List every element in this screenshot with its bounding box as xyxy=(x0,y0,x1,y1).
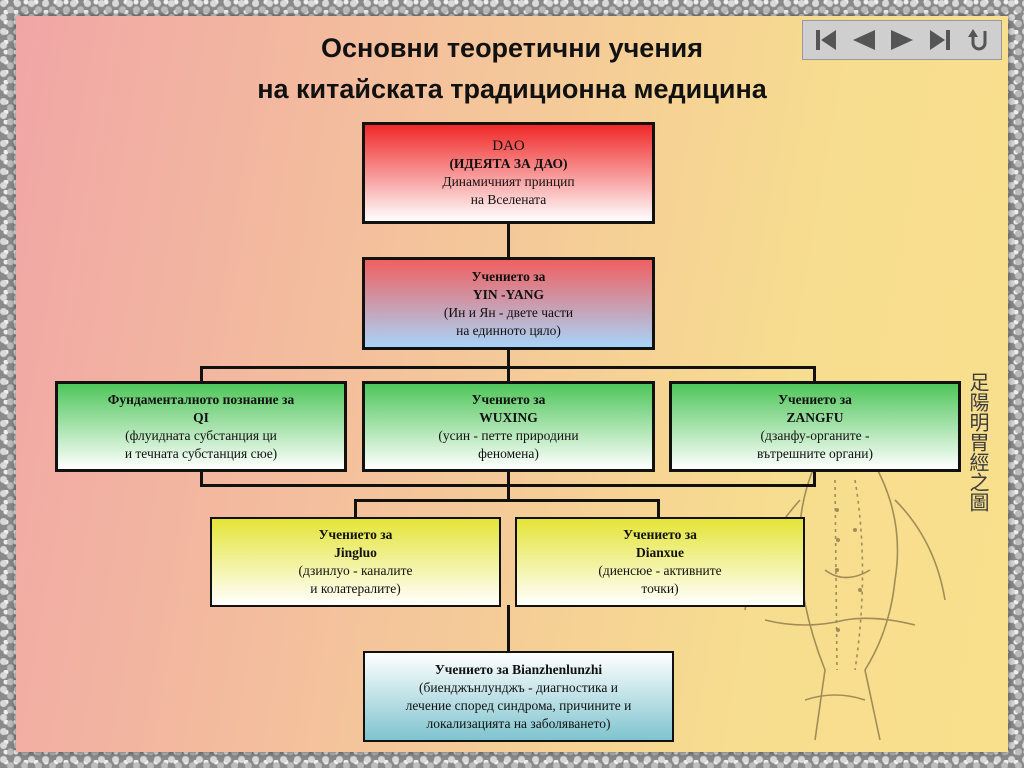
connector xyxy=(354,499,357,518)
node-wuxing: Учението за WUXING (усин - петте природи… xyxy=(362,381,655,472)
node-qi-line1: Фундаменталното познание за xyxy=(107,391,295,407)
node-jingluo-line3: (дзинлуо - каналите xyxy=(298,563,413,578)
node-jingluo-line4: и колатералите) xyxy=(310,581,401,596)
node-zangfu-line1: Учението за xyxy=(778,391,852,407)
node-dao-line3: Динамичният принцип xyxy=(442,174,575,189)
last-slide-button[interactable] xyxy=(924,24,956,56)
node-bianzhenlunzhi: Учението за Bianzhenlunzhi (биенджънлунд… xyxy=(363,651,674,742)
connector xyxy=(507,470,510,500)
node-dao: DAO (ИДЕЯТА ЗА ДАО) Динамичният принцип … xyxy=(362,122,655,224)
node-bianzhenlunzhi-line1: Учението за Bianzhenlunzhi xyxy=(434,661,603,677)
node-dianxue-line1: Учението за xyxy=(623,527,697,542)
acupuncture-figure-illustration xyxy=(744,393,946,741)
node-bianzhenlunzhi-line3: лечение според синдрома, причините и xyxy=(405,697,632,713)
node-qi-line2: QI xyxy=(193,409,209,425)
node-dianxue-line2: Dianxue xyxy=(635,545,684,560)
connector xyxy=(200,366,203,382)
connector xyxy=(507,348,510,382)
node-dianxue: Учението за Dianxue (диенсюе - активните… xyxy=(515,517,805,607)
node-qi-line4: и течната субстанция сюе) xyxy=(124,445,278,461)
node-yin-yang-line3: (Ин и Ян - двете части xyxy=(443,304,574,320)
title-line-1: Основни теоретични учения xyxy=(321,33,703,63)
node-bianzhenlunzhi-line4: локализацията на заболяването) xyxy=(426,715,611,731)
next-icon xyxy=(891,30,913,50)
connector xyxy=(813,366,816,382)
node-bianzhenlunzhi-line2: (биенджънлунджъ - диагностика и xyxy=(419,679,618,695)
connector xyxy=(507,605,510,652)
connector xyxy=(200,470,203,487)
connector xyxy=(354,499,660,502)
node-zangfu-line4: вътрешните органи) xyxy=(757,445,873,461)
connector xyxy=(657,499,660,518)
node-wuxing-line3: (усин - петте природини xyxy=(438,427,579,443)
node-dao-line2: (ИДЕЯТА ЗА ДАО) xyxy=(449,156,568,171)
node-jingluo-line1: Учението за xyxy=(318,527,393,542)
first-slide-button[interactable] xyxy=(810,24,842,56)
prev-icon xyxy=(853,30,875,50)
connector xyxy=(200,366,816,369)
previous-slide-button[interactable] xyxy=(848,24,880,56)
node-zangfu-line3: (дзанфу-органите - xyxy=(760,427,870,443)
connector xyxy=(507,222,510,258)
node-yin-yang-line2: YIN -YANG xyxy=(472,286,545,302)
node-dianxue-line4: точки) xyxy=(641,581,679,596)
return-button[interactable] xyxy=(962,24,994,56)
node-dao-line1: DAO xyxy=(492,138,525,154)
node-yin-yang-line1: Учението за xyxy=(471,268,546,284)
connector xyxy=(813,470,816,487)
node-wuxing-line2: WUXING xyxy=(479,409,538,425)
node-wuxing-line1: Учението за xyxy=(471,391,546,407)
node-wuxing-line4: феномена) xyxy=(478,445,539,461)
node-jingluo-line2: Jingluo xyxy=(334,545,377,560)
node-jingluo: Учението за Jingluo (дзинлуо - каналите … xyxy=(210,517,501,607)
next-slide-button[interactable] xyxy=(886,24,918,56)
node-yin-yang: Учението за YIN -YANG (Ин и Ян - двете ч… xyxy=(362,257,655,350)
node-yin-yang-line4: на единното цяло) xyxy=(456,322,561,338)
node-dianxue-line3: (диенсюе - активните xyxy=(598,563,722,578)
node-zangfu: Учението за ZANGFU (дзанфу-органите - въ… xyxy=(669,381,961,472)
return-icon xyxy=(968,29,987,51)
node-zangfu-line2: ZANGFU xyxy=(786,409,844,425)
title-line-2: на китайската традиционна медицина xyxy=(257,74,767,104)
last-icon xyxy=(930,30,950,50)
first-icon xyxy=(816,30,836,50)
node-dao-line4: на Вселената xyxy=(470,192,547,207)
slide-navigation-bar xyxy=(802,20,1002,60)
side-caption: 足陽明胃經之圖 xyxy=(966,372,990,512)
node-qi-line3: (флуидната субстанция ци xyxy=(125,427,277,443)
node-qi: Фундаменталното познание за QI (флуиднат… xyxy=(55,381,347,472)
